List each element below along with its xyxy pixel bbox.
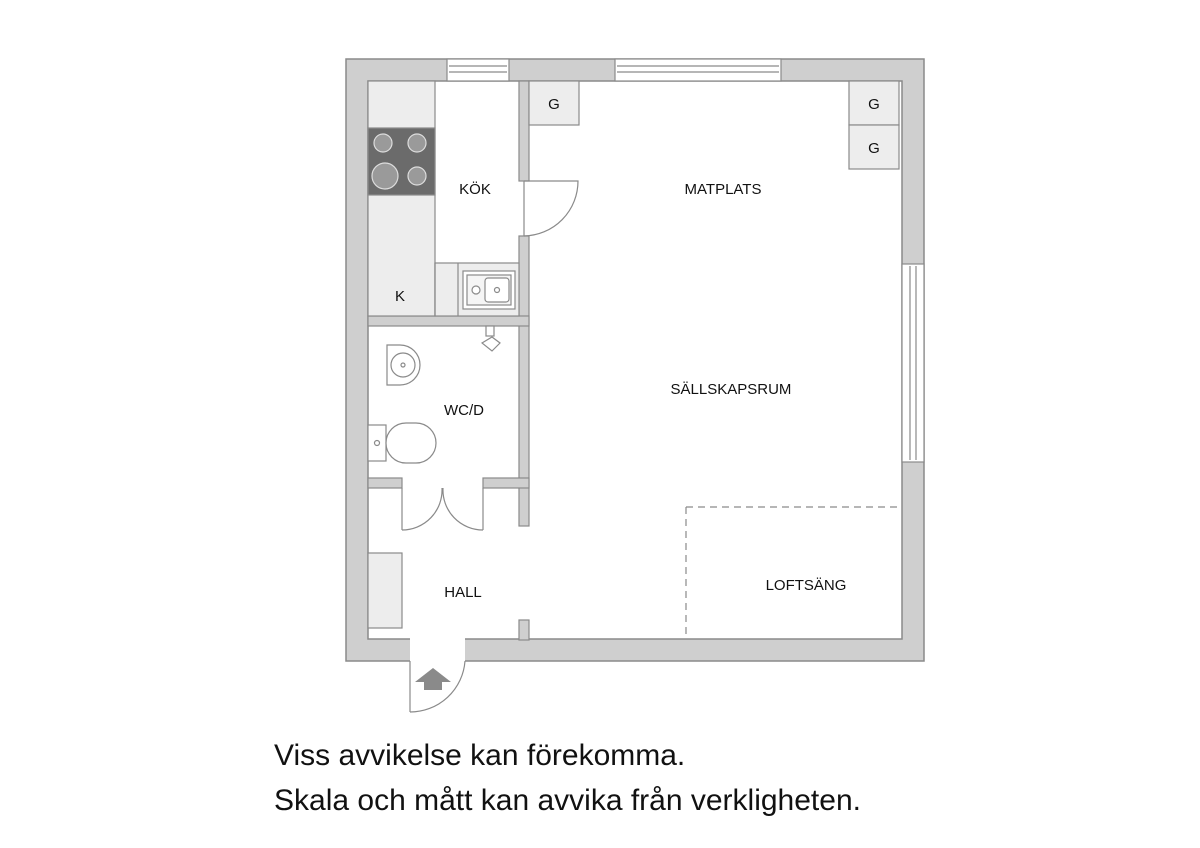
room-label-hall: HALL — [444, 584, 482, 601]
loft-bed-outline — [685, 506, 902, 639]
interior-walls — [367, 80, 530, 641]
room-label-living: SÄLLSKAPSRUM — [671, 381, 792, 398]
kitchen-door — [523, 180, 579, 237]
window-living — [901, 263, 925, 463]
room-label-dining: MATPLATS — [685, 181, 762, 198]
bathroom-fixtures — [367, 325, 501, 464]
room-label-loft-bed: LOFTSÄNG — [766, 577, 847, 594]
wardrobe-label-2: G — [868, 96, 880, 113]
kitchen-counter — [367, 80, 520, 317]
bathroom-door — [401, 487, 484, 531]
toilet-bowl — [385, 422, 437, 464]
window-dining — [614, 58, 782, 82]
wardrobes — [528, 80, 900, 170]
disclaimer-line-1: Viss avvikelse kan förekomma. — [274, 739, 686, 772]
wardrobe-label-3: G — [868, 140, 880, 157]
fridge-label: K — [395, 288, 405, 305]
windows — [446, 58, 925, 463]
entrance-opening — [410, 638, 465, 663]
window-kitchen — [446, 58, 510, 82]
room-label-kitchen: KÖK — [459, 180, 491, 198]
room-label-bathroom: WC/D — [444, 402, 484, 419]
disclaimer-line-2: Skala och mått kan avvika från verklighe… — [274, 784, 861, 817]
shower-head — [485, 325, 495, 337]
entrance-door — [409, 660, 466, 713]
wardrobe-label-1: G — [548, 96, 560, 113]
entrance-arrow-icon — [415, 668, 451, 690]
hall-cabinet — [367, 552, 403, 629]
